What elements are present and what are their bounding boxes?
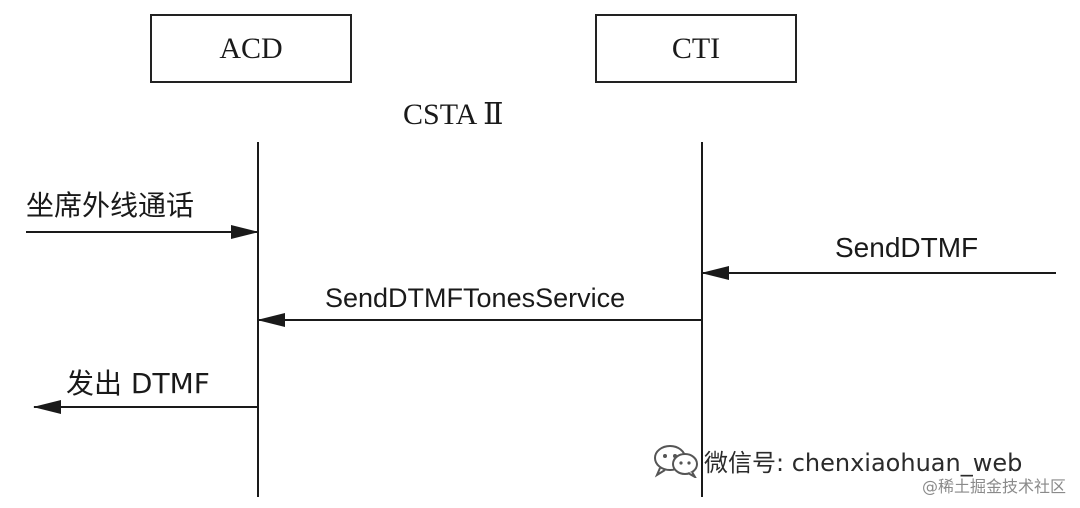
- community-watermark: @稀土掘金技术社区: [921, 477, 1066, 496]
- acd-label: ACD: [219, 31, 283, 65]
- protocol-label: CSTA Ⅱ: [403, 98, 504, 131]
- send-dtmf-tones-service-label: SendDTMFTonesService: [325, 283, 626, 313]
- cti-label: CTI: [671, 31, 721, 65]
- emit-dtmf-label: 发出 DTMF: [66, 367, 210, 400]
- acd-box: ACD: [150, 14, 352, 83]
- watermark: 微信号: chenxiaohuan_web: [652, 443, 1022, 478]
- watermark-text: 微信号: chenxiaohuan_web: [704, 449, 1023, 477]
- cti-box: CTI: [595, 14, 797, 83]
- wechat-icon: [654, 444, 698, 478]
- agent-call-label: 坐席外线通话: [26, 189, 195, 222]
- send-dtmf-label: SendDTMF: [835, 232, 979, 263]
